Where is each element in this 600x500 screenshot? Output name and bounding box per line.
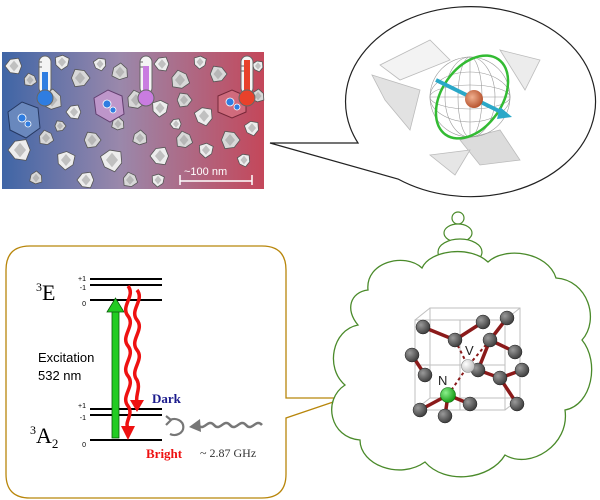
upper-state-label: 3E <box>36 280 55 305</box>
lower-state-label: 3A2 <box>30 423 58 451</box>
carbon-atom <box>492 370 508 386</box>
lower-state-levels: +1 -1 0 <box>78 403 162 449</box>
nanodiamond-facet <box>32 173 40 183</box>
carbon-atom <box>437 408 453 424</box>
upper-sublevel-0: 0 <box>82 301 86 308</box>
excitation-label: Excitation <box>38 350 94 365</box>
nanodiamond-facet <box>61 154 71 166</box>
nanodiamond-facet <box>126 175 134 185</box>
emission-arrow <box>121 284 135 440</box>
nanodiamond-facet <box>158 59 166 69</box>
nanodiamond-facet <box>180 95 188 105</box>
nanodiamond-facet <box>75 72 85 84</box>
carbon-atom <box>482 332 498 348</box>
nanodiamond-facet <box>202 145 210 155</box>
nitrogen-label: N <box>438 373 447 388</box>
lower-sublevel-plus1: +1 <box>78 403 86 410</box>
crystal-thought-cloud: V N <box>331 211 593 478</box>
scale-bar-label: ~100 nm <box>184 166 227 178</box>
nanodiamond-facet <box>14 142 26 158</box>
upper-sublevel-minus1: -1 <box>80 285 86 292</box>
carbon-atom <box>404 347 420 363</box>
nanodiamond-facet <box>175 74 185 86</box>
highlighted-particle-warm <box>93 89 125 123</box>
lower-state-base: A <box>36 423 52 448</box>
carbon-atom <box>462 396 478 412</box>
thermometer-cold-icon <box>36 55 54 107</box>
nanodiamond-particles <box>4 54 265 189</box>
carbon-atom <box>412 402 428 418</box>
carbon-atom <box>514 362 530 378</box>
lower-sublevel-minus1: -1 <box>80 415 86 422</box>
lower-state-subscript: 2 <box>52 436 59 451</box>
nanodiamond-facet <box>199 110 209 122</box>
upper-state-superscript: 3 <box>36 280 42 294</box>
nanodiamond-facet <box>173 120 179 128</box>
upper-state-base: E <box>42 280 55 305</box>
nanodiamond-facet <box>96 59 104 69</box>
carbon-atom <box>507 344 523 360</box>
carbon-atom <box>447 332 463 348</box>
upper-sublevel-plus1: +1 <box>78 276 86 283</box>
lower-sublevel-0: 0 <box>82 442 86 449</box>
nanodiamond-facet <box>179 134 189 146</box>
thermometer-warm-icon <box>137 55 155 107</box>
nanodiamond-facet <box>58 57 66 67</box>
nanodiamond-facet <box>70 107 78 117</box>
vacancy-label: V <box>465 343 474 358</box>
nanodiamond-facet <box>213 68 223 80</box>
dark-relaxation-arrow <box>130 288 144 412</box>
upper-state-levels: +1 -1 0 <box>78 276 162 308</box>
spin-flip-icon <box>165 415 185 437</box>
lower-state-superscript: 3 <box>30 423 36 437</box>
precession-ring <box>434 54 510 140</box>
thought-bubble-small <box>451 211 465 225</box>
nanodiamond-facet <box>115 66 125 78</box>
carbon-atom <box>415 319 431 335</box>
sphere-speech-bubble <box>269 6 597 198</box>
nanodiamond-facet <box>254 91 262 101</box>
scale-bar: ~100 nm <box>179 166 253 185</box>
excitation-arrow <box>106 297 125 439</box>
nanodiamond-facet <box>87 134 97 146</box>
thermometer-hot-icon <box>238 55 256 107</box>
nanodiamond-panel: ~100 nm <box>2 52 265 189</box>
nanodiamond-facet <box>196 57 204 67</box>
dark-label: Dark <box>152 391 182 406</box>
nanodiamond-facet <box>155 150 165 162</box>
spin-core <box>465 90 483 108</box>
carbon-atom <box>509 396 525 412</box>
nanodiamond-facet <box>155 102 165 114</box>
vacancy-site <box>461 359 475 373</box>
nanodiamond-facet <box>106 152 118 168</box>
excitation-wavelength-label: 532 nm <box>38 368 81 383</box>
nanodiamond-facet <box>154 175 162 185</box>
carbon-atom <box>417 367 433 383</box>
nanodiamond-facet <box>42 133 50 143</box>
bright-label: Bright <box>146 446 183 461</box>
nanodiamond-facet <box>81 174 91 186</box>
nanodiamond-facet <box>57 122 63 130</box>
nanodiamond-facet <box>225 134 235 146</box>
nanodiamond-facet <box>114 119 122 129</box>
crystal-facets <box>371 39 541 176</box>
carbon-atom <box>499 310 515 326</box>
nanodiamond-facet <box>255 62 261 70</box>
spin-arrow-head-icon <box>497 107 512 119</box>
nitrogen-atom <box>440 387 456 403</box>
nanodiamond-facet <box>240 155 248 165</box>
nanodiamond-facet <box>248 123 256 133</box>
carbon-atoms <box>404 310 530 424</box>
microwave-wave <box>197 421 263 429</box>
microwave-frequency-label: ~ 2.87 GHz <box>200 446 256 460</box>
carbon-atom <box>475 314 491 330</box>
energy-level-diagram: +1 -1 0 3E +1 -1 0 3A2 Excitation 532 nm <box>5 245 346 499</box>
nanodiamond-facet <box>9 60 19 72</box>
diagram-speech-frame <box>5 245 346 499</box>
highlighted-particle-cold <box>7 101 41 139</box>
microwave-arrow-head-icon <box>189 419 201 432</box>
nanodiamond-facet <box>136 133 144 143</box>
nanodiamond-facet <box>26 75 34 85</box>
